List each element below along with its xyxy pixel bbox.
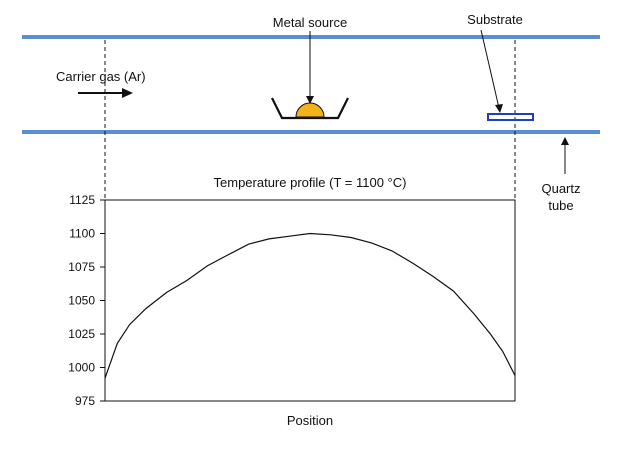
temperature-profile-line bbox=[104, 232, 516, 379]
y-tick-label: 1125 bbox=[69, 193, 95, 207]
substrate-plate bbox=[487, 113, 534, 121]
y-tick-label: 975 bbox=[75, 394, 95, 408]
y-tick-label: 1025 bbox=[68, 327, 95, 341]
substrate-arrowhead bbox=[495, 104, 503, 113]
y-tick-label: 1050 bbox=[68, 294, 95, 308]
quartz-tube-label-line1: Quartz bbox=[541, 181, 580, 196]
y-tick-label: 1075 bbox=[68, 260, 95, 274]
quartz-tube-arrowhead bbox=[561, 137, 569, 145]
metal-source-label: Metal source bbox=[273, 15, 347, 30]
y-axis: 975 1000 1025 1050 1075 1100 1125 bbox=[68, 193, 105, 408]
gas-flow-arrowhead bbox=[122, 88, 133, 98]
metal-source-arrowhead bbox=[306, 96, 314, 104]
y-tick-label: 1000 bbox=[68, 361, 95, 375]
metal-source-melt bbox=[295, 102, 325, 118]
substrate-arrow bbox=[480, 29, 500, 109]
chart-plot-frame bbox=[104, 199, 516, 402]
substrate-label: Substrate bbox=[467, 12, 523, 27]
chart-title: Temperature profile (T = 1100 °C) bbox=[214, 175, 407, 190]
quartz-tube-label-line2: tube bbox=[548, 198, 573, 213]
carrier-gas-label: Carrier gas (Ar) bbox=[56, 69, 146, 84]
x-axis-label: Position bbox=[287, 413, 333, 428]
metal-source-boat bbox=[271, 97, 349, 120]
y-tick-label: 1100 bbox=[69, 227, 95, 241]
